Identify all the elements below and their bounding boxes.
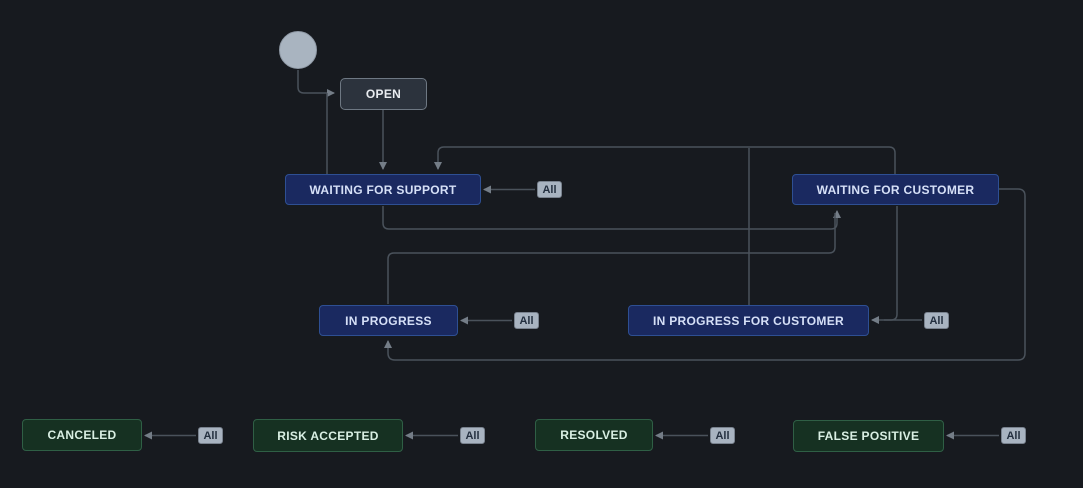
status-node-in-progress-for-customer[interactable]: IN PROGRESS FOR CUSTOMER [628, 305, 869, 336]
transition-badge-all-risk-accepted[interactable]: All [460, 427, 485, 444]
connector-in-progress-to-waiting-for-customer [387, 213, 836, 304]
connector-waiting-for-customer-to-waiting-for-support [434, 146, 896, 174]
status-label-risk-accepted: RISK ACCEPTED [277, 428, 379, 443]
status-label-false-positive: FALSE POSITIVE [817, 429, 920, 443]
status-label-open: OPEN [365, 87, 402, 101]
status-label-resolved: RESOLVED [560, 428, 628, 442]
transition-badge-all-waiting-for-support[interactable]: All [537, 181, 562, 198]
status-node-canceled[interactable]: CANCELED [22, 419, 142, 451]
status-label-in-progress-for-customer: IN PROGRESS FOR CUSTOMER [653, 313, 844, 328]
status-node-resolved[interactable]: RESOLVED [535, 419, 653, 451]
status-node-open[interactable]: OPEN [340, 78, 427, 110]
connector-waiting-for-support-to-waiting-for-customer [382, 206, 841, 230]
status-node-in-progress[interactable]: IN PROGRESS [319, 305, 458, 336]
transition-badge-all-in-progress-for-customer[interactable]: All [924, 312, 949, 329]
status-label-canceled: CANCELED [47, 428, 117, 442]
status-label-in-progress: IN PROGRESS [345, 313, 432, 328]
transition-badge-all-resolved[interactable]: All [710, 427, 735, 444]
connector-start-to-open [297, 70, 335, 97]
status-node-waiting-for-support[interactable]: WAITING FOR SUPPORT [285, 174, 481, 205]
status-node-risk-accepted[interactable]: RISK ACCEPTED [253, 419, 403, 452]
transition-badge-all-in-progress[interactable]: All [514, 312, 539, 329]
status-label-waiting-for-customer: WAITING FOR CUSTOMER [816, 182, 975, 197]
status-node-waiting-for-customer[interactable]: WAITING FOR CUSTOMER [792, 174, 999, 205]
start-node[interactable] [279, 31, 317, 69]
connector-waiting-for-customer-to-in-progress-for-customer [884, 206, 898, 321]
status-label-waiting-for-support: WAITING FOR SUPPORT [309, 182, 457, 197]
connector-waiting-for-customer-to-in-progress [384, 188, 1026, 361]
transition-badge-all-canceled[interactable]: All [198, 427, 223, 444]
status-node-false-positive[interactable]: FALSE POSITIVE [793, 420, 944, 452]
transition-badge-all-false-positive[interactable]: All [1001, 427, 1026, 444]
